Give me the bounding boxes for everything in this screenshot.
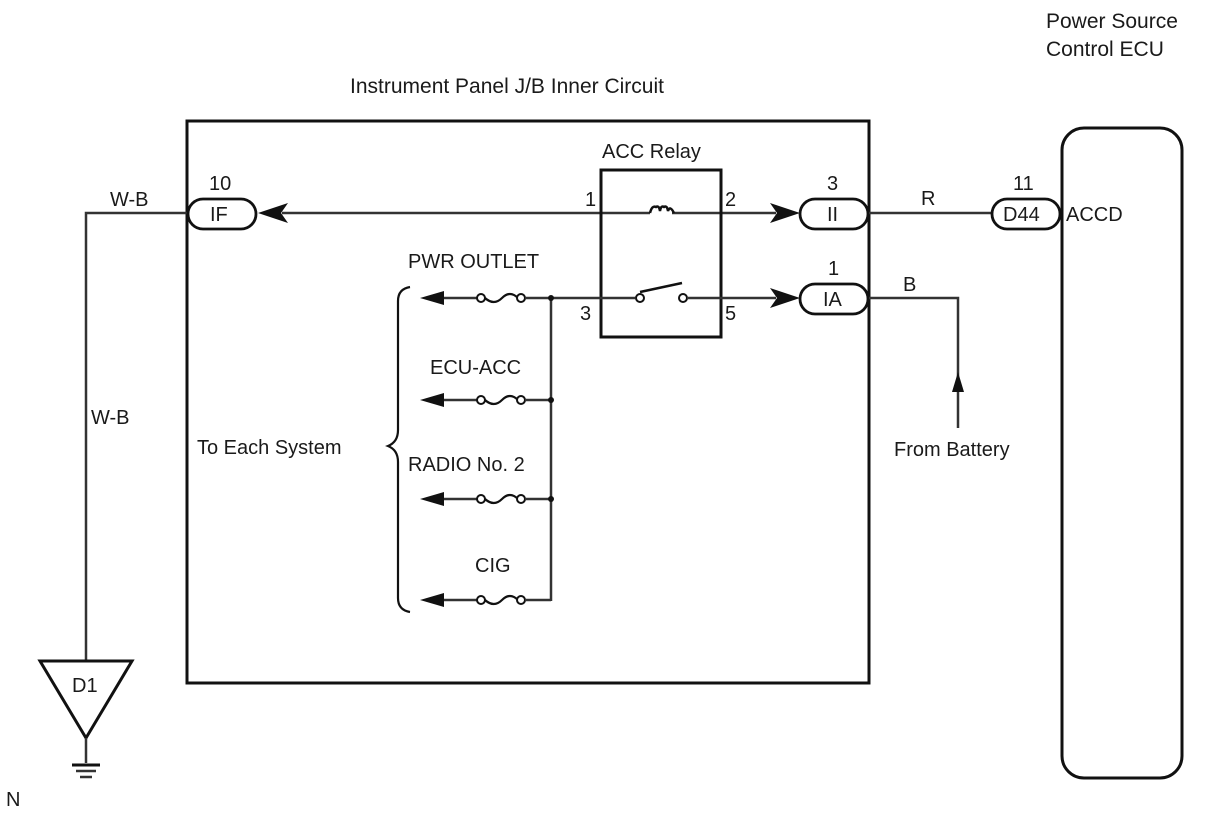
connector-ia-pin: 1 (828, 258, 839, 280)
connector-if (186, 197, 258, 231)
ecu-terminal-accd: ACCD (1066, 204, 1123, 226)
ground-point-triangle (37, 659, 135, 741)
connector-d44-pin: 11 (1013, 173, 1034, 195)
connector-ii (798, 197, 870, 231)
fuse-icon (484, 493, 519, 505)
relay-switch-contact-a (635, 293, 645, 303)
fuse-label: RADIO No. 2 (408, 454, 525, 476)
fuse-icon (484, 394, 519, 406)
from-battery-label: From Battery (894, 439, 1010, 461)
fuse-icon (484, 594, 519, 606)
connector-ii-pin: 3 (827, 173, 838, 195)
fuse-arrow-icon (420, 492, 444, 506)
connector-ii-arrow-icon (770, 203, 800, 223)
connector-if-arrow-icon (258, 203, 288, 223)
to-each-system-label: To Each System (197, 437, 342, 459)
relay-switch-blade-icon (639, 281, 683, 294)
brace-icon (385, 285, 411, 614)
wire-label-b: B (903, 274, 916, 296)
fuse-label: CIG (475, 555, 511, 577)
connector-d44 (990, 197, 1062, 231)
relay-coil-icon (648, 205, 676, 214)
relay-pin-5: 5 (725, 303, 736, 325)
connector-ii-name: II (827, 204, 838, 226)
fuse-row-radio-no2: RADIO No. 2 (408, 454, 554, 506)
connector-ia (798, 282, 870, 316)
ecu-title-line2: Control ECU (1046, 38, 1164, 61)
wire-wb (84, 211, 190, 660)
relay-pin-1: 1 (585, 189, 596, 211)
relay-pin-2: 2 (725, 189, 736, 211)
wire-label-wb-top: W-B (110, 189, 149, 211)
ecu-title-line1: Power Source (1046, 10, 1178, 33)
connector-if-pin: 10 (209, 173, 231, 195)
junction-block-box (185, 119, 871, 685)
connector-ia-arrow-icon (770, 288, 800, 308)
relay-pin-3: 3 (580, 303, 591, 325)
fuse-arrow-icon (420, 393, 444, 407)
wire-b (869, 296, 960, 428)
wire-label-r: R (921, 188, 935, 210)
acc-relay-box (599, 168, 723, 339)
relay-label: ACC Relay (602, 141, 701, 163)
wire-label-wb-side: W-B (91, 407, 130, 429)
relay-switch-contact-b (678, 293, 688, 303)
fuse-arrow-icon (420, 291, 444, 305)
power-source-ecu-box (1060, 126, 1184, 780)
ground-icon (72, 763, 100, 779)
corner-label: N (6, 789, 20, 811)
fuse-label: PWR OUTLET (408, 251, 539, 273)
fuse-arrow-icon (420, 593, 444, 607)
fuse-row-pwr-outlet: PWR OUTLET (408, 251, 554, 305)
connector-d44-name: D44 (1003, 204, 1040, 226)
connector-if-name: IF (210, 204, 228, 226)
ground-point-label: D1 (72, 675, 98, 697)
fuse-icon (484, 292, 519, 304)
fuse-label: ECU-ACC (430, 357, 521, 379)
connector-ia-name: IA (823, 289, 843, 311)
fuse-row-ecu-acc: ECU-ACC (420, 357, 554, 407)
fuse-row-cig: CIG (420, 555, 551, 607)
inner-circuit-title: Instrument Panel J/B Inner Circuit (350, 75, 664, 98)
battery-arrow-icon (952, 372, 964, 392)
